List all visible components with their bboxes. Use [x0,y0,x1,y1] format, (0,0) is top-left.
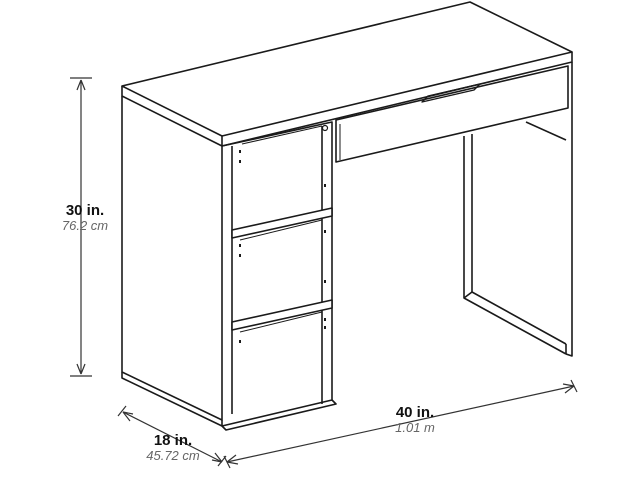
drawer [335,65,569,163]
shelf-lower [231,299,333,331]
width-dimension-line [223,379,578,469]
inner-shelf-depth-lines [239,125,323,333]
depth-imperial: 18 in. [153,432,193,449]
height-dimension-line [70,77,92,377]
cabinet-side-panel [121,96,223,427]
metal-leg-frame [463,62,573,357]
width-dimension-label: 40 in. 1.01 m [370,404,460,436]
depth-metric: 45.72 cm [146,448,200,464]
drawer-handle-cutout [421,83,481,103]
width-metric: 1.01 m [395,420,435,436]
shelf-pin-holes [239,150,326,343]
cam-lock-hole [321,124,329,132]
cabinet-front [221,121,337,431]
depth-dimension-label: 18 in. 45.72 cm [118,432,228,464]
height-imperial: 30 in. [65,202,105,219]
width-imperial: 40 in. [395,404,435,421]
depth-dimension-line [117,405,227,467]
shelf-upper [231,207,333,239]
height-metric: 76.2 cm [61,218,109,234]
height-dimension-label: 30 in. 76.2 cm [48,202,122,234]
